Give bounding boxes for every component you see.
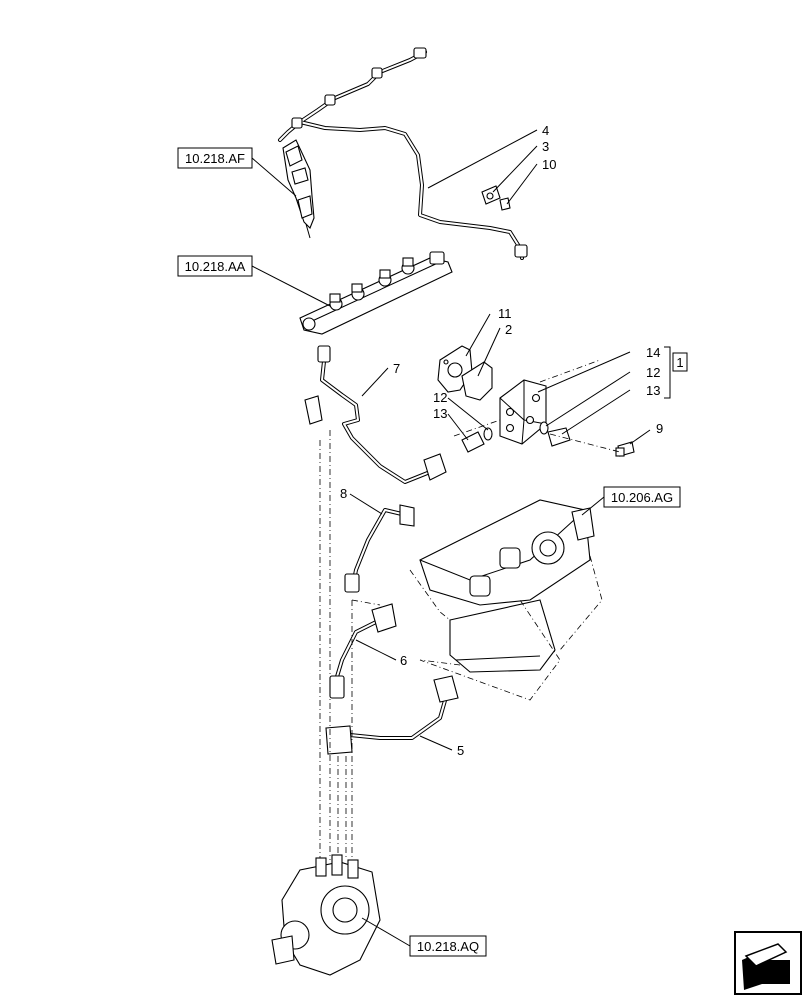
callout-8: 8 (340, 486, 347, 501)
pipe-6 (329, 603, 397, 699)
callout-14: 14 (646, 345, 660, 360)
callout-3: 3 (542, 139, 549, 154)
bolt-10 (499, 197, 511, 211)
fitting-13-right (539, 421, 571, 447)
callout-4: 4 (542, 123, 549, 138)
injector (282, 139, 315, 239)
connection-lines (319, 359, 621, 860)
high-pressure-pump (271, 854, 381, 976)
callout-12-right: 12 (646, 365, 660, 380)
pipe-7 (304, 345, 447, 484)
callout-11: 11 (498, 306, 512, 321)
callout-2: 2 (505, 322, 512, 337)
callout-13-left: 13 (433, 406, 447, 421)
ref-10-218-af[interactable]: 10.218.AF (177, 147, 253, 169)
callout-7: 7 (393, 361, 400, 376)
callout-1: 1 (676, 355, 683, 370)
callout-5: 5 (457, 743, 464, 758)
callout-12-left: 12 (433, 390, 447, 405)
bolt-9 (615, 441, 635, 457)
common-rail (299, 251, 453, 335)
ref-label: 10.218.AA (185, 259, 246, 274)
pipe-8 (344, 504, 415, 593)
ref-label: 10.218.AF (185, 151, 245, 166)
fitting-13-left (461, 427, 493, 453)
kit-box-1: 1 (672, 352, 688, 372)
callout-6: 6 (400, 653, 407, 668)
ref-10-218-aa[interactable]: 10.218.AA (177, 255, 253, 277)
ref-label: 10.218.AQ (417, 939, 479, 954)
valve-block-14 (499, 379, 547, 445)
clamp-3 (481, 185, 501, 205)
ref-10-206-ag[interactable]: 10.206.AG (603, 486, 681, 508)
callout-13-right: 13 (646, 383, 660, 398)
injector-pipe-4 (278, 47, 528, 260)
fuel-filter-assembly (409, 499, 603, 701)
callout-9: 9 (656, 421, 663, 436)
navigation-arrow-icon[interactable] (734, 931, 802, 995)
ref-10-218-aq[interactable]: 10.218.AQ (409, 935, 487, 957)
pipe-5 (325, 675, 459, 755)
callout-10: 10 (542, 157, 556, 172)
ref-label: 10.206.AG (611, 490, 673, 505)
